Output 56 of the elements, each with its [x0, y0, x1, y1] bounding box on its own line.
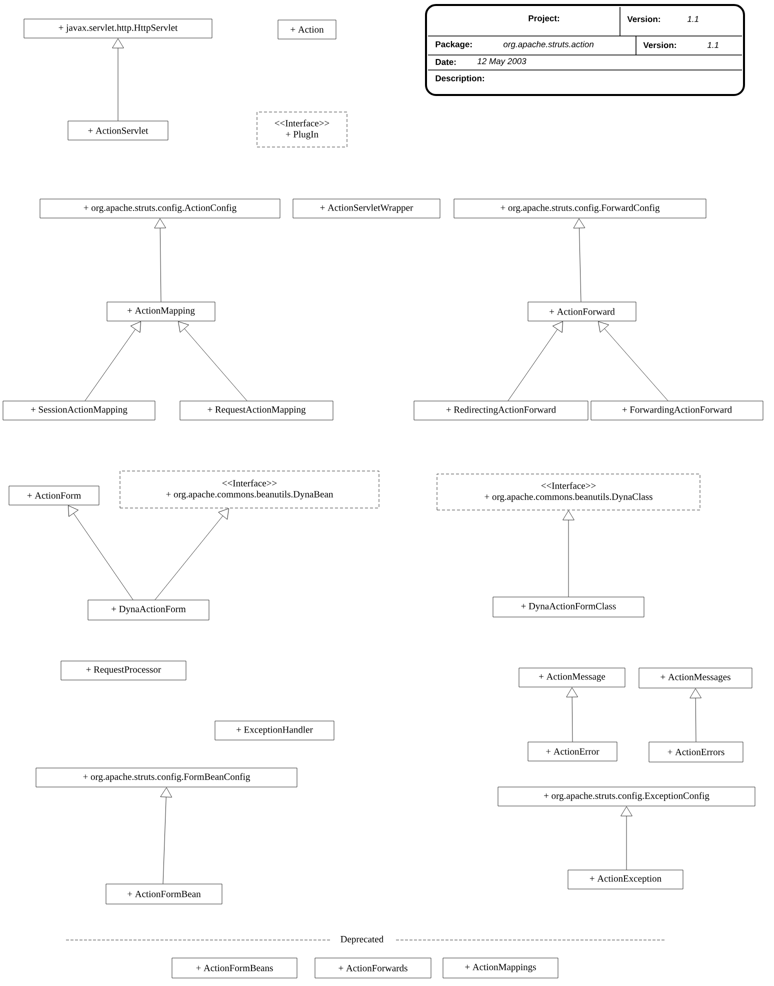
field-label: Version:	[642, 40, 678, 50]
inheritance-arrow	[68, 505, 134, 600]
inheritance-arrow	[566, 687, 578, 742]
field-value: 1.1	[686, 15, 700, 23]
class-box: + org.apache.struts.config.ActionConfig	[40, 198, 280, 218]
inheritance-arrow	[620, 806, 632, 870]
class-box: + ActionServletWrapper	[292, 198, 440, 218]
inheritance-arrow	[573, 218, 586, 302]
class-box: + RedirectingActionForward	[414, 400, 588, 420]
inheritance-arrow	[598, 321, 668, 401]
inheritance-arrow	[178, 321, 248, 401]
class-box: + Action	[278, 20, 336, 40]
class-box: + ActionException	[568, 870, 684, 890]
field-value: 12 May 2003	[476, 57, 528, 67]
class-box: + ActionMessages	[638, 668, 752, 688]
class-box: + ActionFormBeans	[172, 958, 298, 978]
inheritance-arrow	[562, 510, 574, 597]
class-box: + ActionForward	[528, 302, 636, 322]
class-box: + ActionForwards	[314, 958, 432, 978]
interface-box: <<Interface>> + PlugIn	[256, 112, 348, 148]
inheritance-arrow	[508, 321, 563, 401]
class-box: + ActionMappings	[442, 958, 558, 978]
class-box: + SessionActionMapping	[2, 400, 156, 420]
class-box: + ActionMapping	[106, 302, 216, 322]
class-box: + ActionError	[528, 742, 618, 762]
class-box: + ActionServlet	[68, 120, 168, 140]
class-box: + org.apache.struts.config.ExceptionConfig	[498, 786, 756, 806]
class-box: + ActionFormBean	[106, 884, 222, 904]
interface-box: <<Interface>> + org.apache.commons.beanutils.DynaBean	[120, 470, 380, 508]
inheritance-arrow	[154, 508, 229, 600]
class-box: + ActionMessage	[518, 668, 626, 688]
field-label: Project:	[527, 14, 561, 24]
class-box: + ExceptionHandler	[214, 720, 334, 740]
inheritance-arrow	[84, 321, 141, 401]
field-value: org.apache.struts.action	[502, 40, 595, 50]
inheritance-arrow	[112, 38, 124, 122]
class-box: + DynaActionFormClass	[492, 596, 644, 618]
class-box: + javax.servlet.http.HttpServlet	[24, 18, 212, 38]
field-label: Version:	[626, 14, 662, 24]
class-box: + org.apache.struts.config.FormBeanConfig	[36, 768, 298, 788]
inheritance-arrow	[160, 787, 172, 884]
class-box: + RequestActionMapping	[180, 400, 334, 420]
interface-box: <<Interface>> + org.apache.commons.beanutils.DynaClass	[436, 474, 700, 510]
field-label: Package:	[434, 40, 474, 50]
class-box: + ForwardingActionForward	[590, 400, 764, 420]
section-label: Deprecated	[339, 934, 385, 946]
class-box: + DynaActionForm	[88, 600, 210, 620]
class-box: + org.apache.struts.config.ForwardConfig	[454, 198, 706, 218]
class-box: + ActionForm	[8, 486, 100, 506]
inheritance-arrow	[690, 688, 702, 742]
inheritance-arrow	[154, 218, 166, 302]
field-label: Date:	[434, 58, 458, 66]
field-value: 1.1	[706, 41, 720, 49]
class-box: + RequestProcessor	[60, 660, 186, 680]
field-label: Description:	[434, 74, 486, 84]
class-box: + ActionErrors	[648, 742, 744, 762]
